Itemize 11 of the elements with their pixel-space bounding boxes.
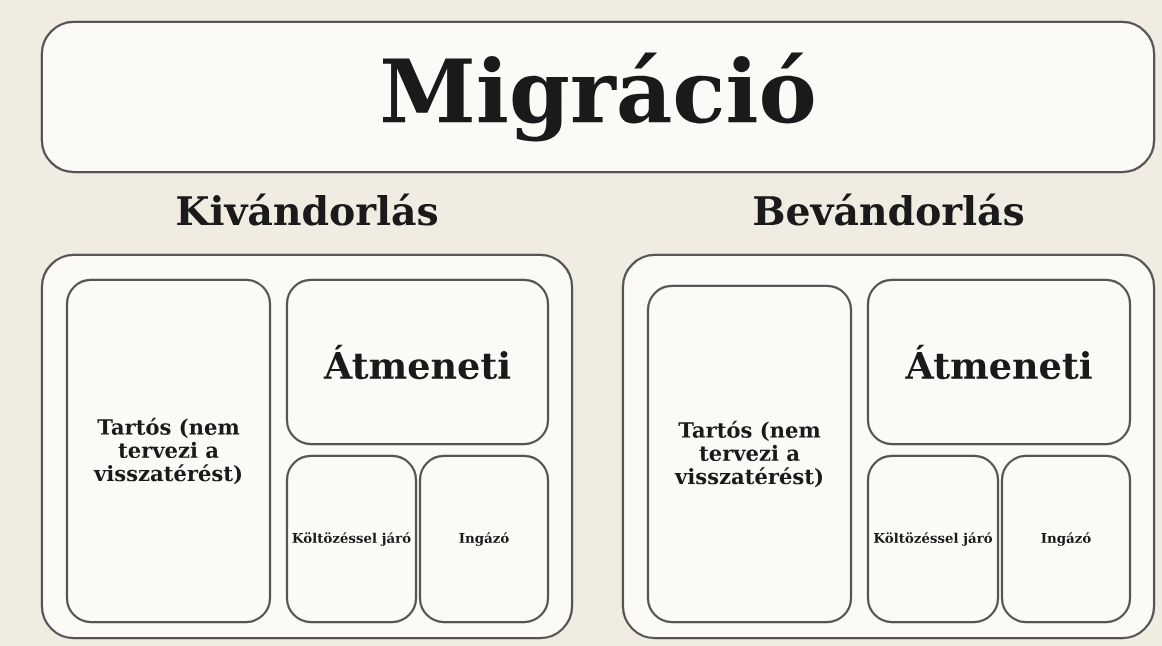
title-box: Migráció xyxy=(40,20,1156,174)
category-box: Ingázó xyxy=(418,454,550,624)
category-box: Költözéssel járó xyxy=(285,454,418,624)
category-box: Tartós (nem tervezi a visszatérést) xyxy=(646,284,853,624)
category-box: Átmeneti xyxy=(866,278,1132,446)
category-box: Tartós (nem tervezi a visszatérést) xyxy=(65,278,272,624)
node-label: Bevándorlás xyxy=(754,193,1024,226)
category-box: Költözéssel járó xyxy=(866,454,1000,624)
node-label: Kivándorlás xyxy=(177,193,438,226)
category-box: Átmeneti xyxy=(285,278,550,446)
category-box: Ingázó xyxy=(1000,454,1132,624)
